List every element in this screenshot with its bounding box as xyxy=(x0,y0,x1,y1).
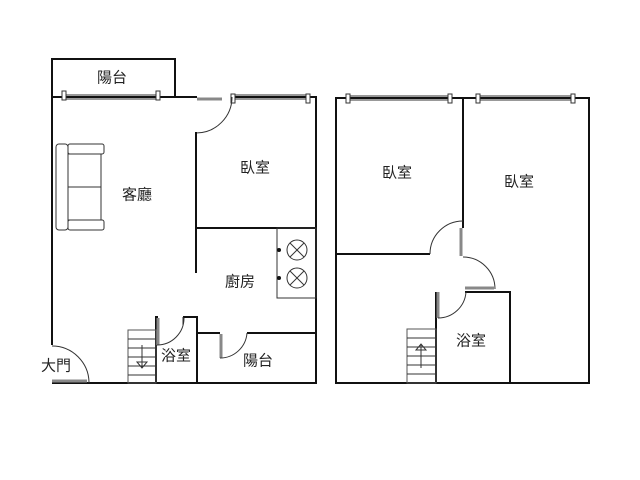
outer-walls xyxy=(51,96,317,384)
balcony-door xyxy=(219,332,248,359)
bathroom-door xyxy=(156,317,185,346)
stairs xyxy=(406,328,437,384)
label-balcony-bottom: 陽台 xyxy=(243,352,273,370)
arrow-up-icon xyxy=(414,343,428,368)
burner-icon xyxy=(277,267,308,289)
floor-2-plan: 臥室 臥室 浴室 xyxy=(335,93,590,384)
stairs xyxy=(127,329,157,384)
floor-1-plan: 陽台 客廳 臥室 廚房 浴室 陽台 大門 xyxy=(41,58,317,384)
main-door xyxy=(51,345,90,384)
label-bedroom-left: 臥室 xyxy=(382,164,412,182)
window-bedroom xyxy=(230,93,311,104)
bedroom-right-door xyxy=(462,256,496,290)
bedroom-left-door xyxy=(429,220,464,256)
label-main-door: 大門 xyxy=(41,357,71,375)
burner-icon xyxy=(277,239,308,261)
label-kitchen: 廚房 xyxy=(225,273,255,291)
label-bathroom: 浴室 xyxy=(161,347,191,365)
label-bedroom-right: 臥室 xyxy=(504,173,534,191)
label-bedroom: 臥室 xyxy=(240,159,270,177)
stove xyxy=(276,227,317,299)
arrow-down-icon xyxy=(135,345,149,369)
sofa xyxy=(55,143,105,231)
balcony-top-walls xyxy=(51,58,176,97)
bedroom-door xyxy=(195,96,233,134)
window-left xyxy=(345,93,453,104)
window-right xyxy=(475,93,576,104)
label-bathroom: 浴室 xyxy=(456,332,486,350)
label-living-room: 客廳 xyxy=(122,186,152,204)
label-balcony-top: 陽台 xyxy=(97,69,127,87)
window-balcony xyxy=(61,90,161,101)
bathroom-door xyxy=(436,291,467,319)
